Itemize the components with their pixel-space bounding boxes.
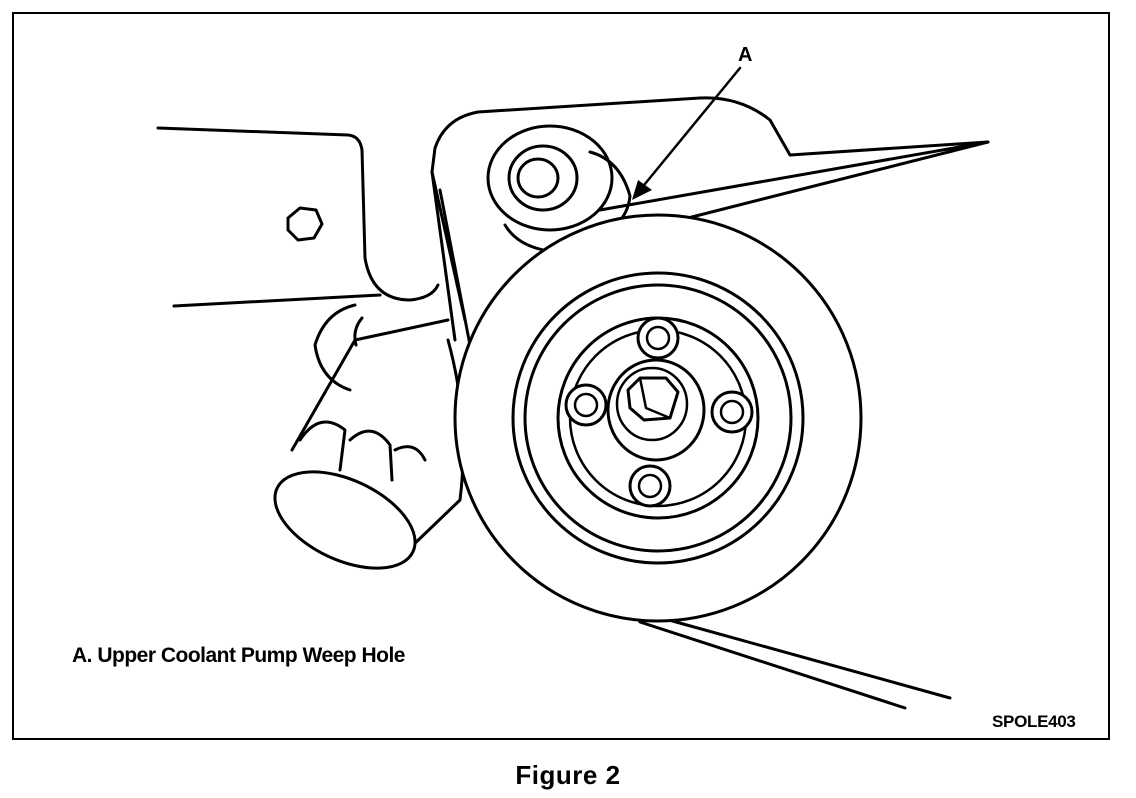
- hub-bolt-left: [564, 383, 608, 427]
- hub-bolt-bottom: [628, 464, 672, 508]
- figure-caption: A. Upper Coolant Pump Weep Hole: [72, 644, 405, 667]
- callout-arrow-a: [632, 66, 742, 200]
- hub-bolt-right: [710, 390, 754, 434]
- figure-title: Figure 2: [515, 760, 621, 790]
- bracket-bolt: [286, 206, 324, 242]
- hub-bolt-top: [636, 316, 680, 360]
- oil-filter: [273, 303, 465, 570]
- callout-label-a: A: [738, 44, 753, 66]
- center-hub-nut: [606, 358, 706, 462]
- figure-code: SPOLE403: [992, 712, 1076, 731]
- drive-belt: [476, 96, 990, 710]
- hub-bolts: [564, 316, 754, 508]
- pump-housing: [430, 110, 480, 347]
- engine-bracket: [156, 126, 440, 308]
